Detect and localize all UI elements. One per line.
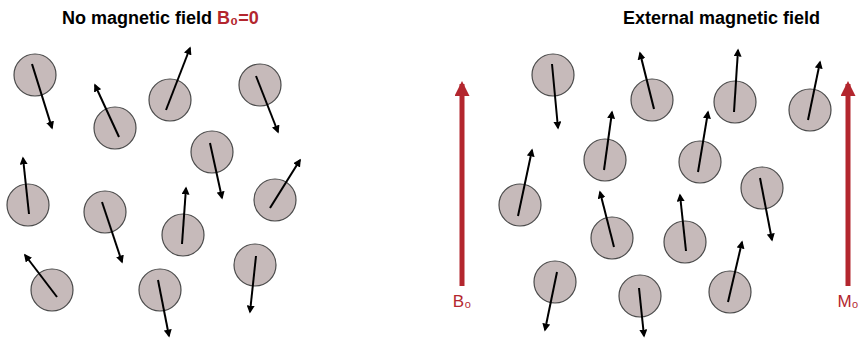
panel-heading: No magnetic field (62, 8, 212, 30)
spin-arrow (680, 195, 686, 251)
spin-arrow (698, 112, 708, 172)
spin-arrow (158, 280, 169, 336)
spin-arrow (95, 85, 119, 137)
field-arrow (460, 84, 465, 286)
spin-arrow (734, 50, 738, 112)
spin-arrow (166, 48, 190, 110)
spin-arrow (639, 288, 644, 336)
field-arrows (462, 84, 848, 286)
spin-arrow (552, 64, 558, 128)
magnetization-arrow (846, 84, 851, 286)
spin-arrow (256, 76, 278, 132)
panel-heading: External magnetic field (623, 8, 820, 30)
spin-arrow (640, 53, 654, 109)
particle-group (7, 54, 831, 317)
spin-arrow (808, 62, 820, 120)
spin-arrow (760, 178, 772, 240)
spin-arrow (23, 158, 29, 214)
spin-arrow (210, 143, 222, 198)
spin-arrow (728, 242, 742, 302)
spin-arrow (32, 64, 52, 128)
spin-arrow (102, 202, 122, 262)
spin-arrows (23, 48, 820, 336)
spin-arrow (182, 188, 186, 244)
spin-arrow (270, 160, 300, 208)
spin-arrow (25, 255, 57, 297)
spin-arrow (545, 272, 557, 330)
magnetization-label: M₀ (837, 292, 858, 312)
spin-arrow (600, 192, 614, 247)
spin-arrow (518, 150, 532, 216)
spin-arrow (250, 256, 256, 312)
field-value: B₀=0 (217, 8, 259, 30)
field-label: B₀ (453, 292, 471, 312)
spin-arrow (604, 112, 612, 170)
